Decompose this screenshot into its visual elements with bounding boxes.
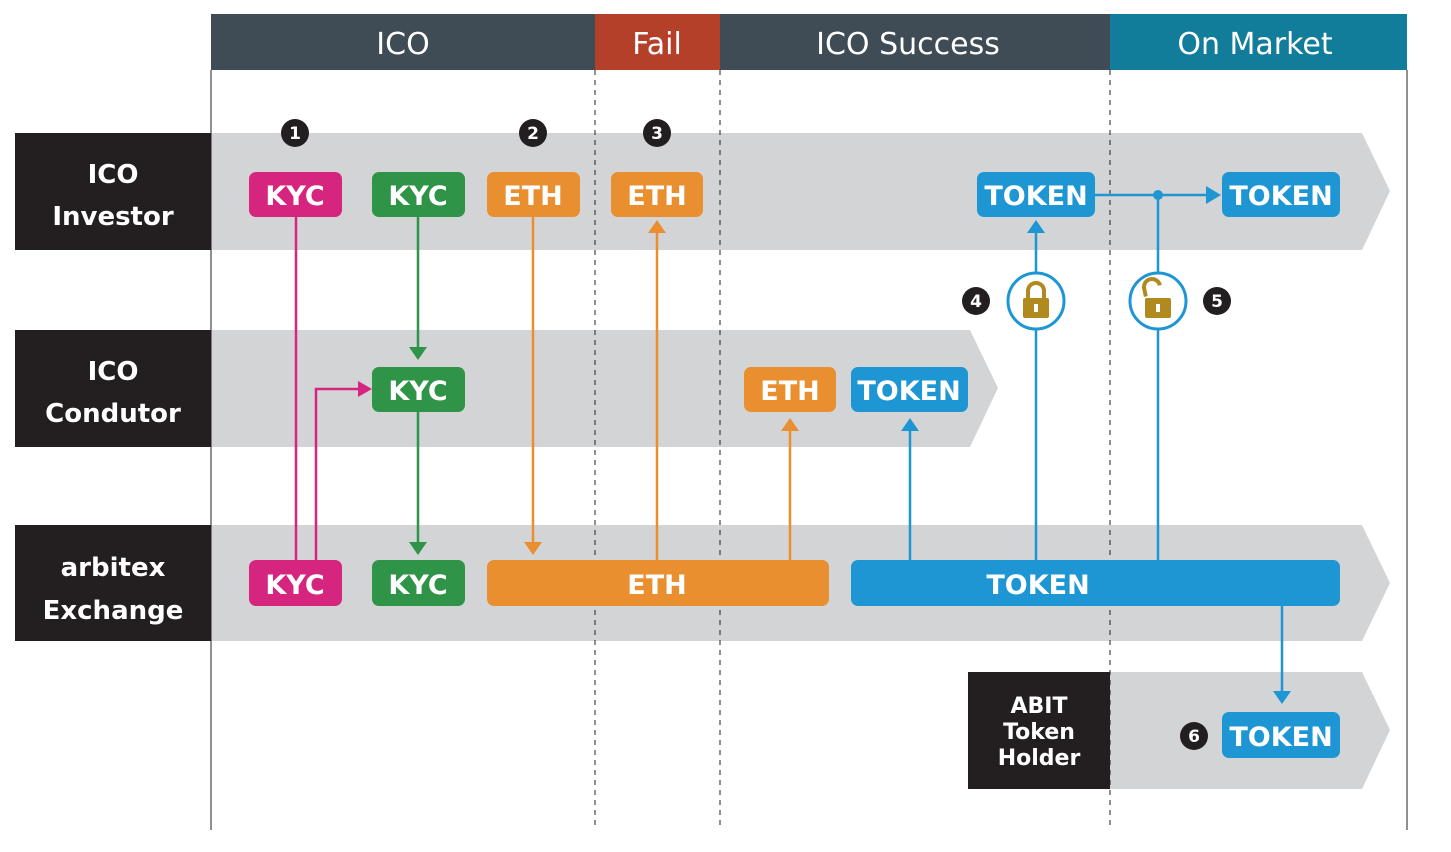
padlock-open-icon	[1128, 271, 1188, 331]
inv-eth-label-1: ETH	[503, 181, 562, 212]
ex-eth-label: ETH	[627, 570, 686, 601]
holder-token-label: TOKEN	[1229, 722, 1332, 753]
inv-kyc-pill-2	[372, 172, 465, 217]
step-3-badge	[643, 119, 671, 147]
arrow-eth-up-conductor	[781, 418, 799, 431]
step-5-badge	[1203, 287, 1231, 315]
cond-eth-label: ETH	[760, 376, 819, 407]
conductor-label-box	[15, 330, 211, 447]
ex-token-bar	[851, 560, 1340, 606]
ex-kyc-label-2: KYC	[388, 570, 447, 601]
phase-ico-bar	[211, 14, 595, 70]
step-3-label: 3	[651, 124, 663, 144]
ex-kyc-pill-1	[249, 560, 342, 606]
arrow-eth-up-refund	[648, 220, 666, 233]
holder-label-line3: Holder	[998, 746, 1081, 771]
inv-kyc-pill-1	[249, 172, 342, 217]
conductor-label-line1: ICO	[88, 357, 139, 387]
step-2-label: 2	[527, 124, 539, 144]
step-1-badge	[281, 119, 309, 147]
arrow-token-up-investor	[1027, 220, 1045, 233]
arrow-eth-down	[524, 542, 542, 555]
phase-market-bar	[1110, 14, 1407, 70]
step-6-label: 6	[1188, 727, 1200, 747]
padlock-closed-icon	[1006, 271, 1066, 331]
inv-token-label-1: TOKEN	[984, 181, 1087, 212]
step-5-label: 5	[1211, 292, 1223, 312]
conductor-pills: KYC ETH TOKEN	[372, 367, 968, 412]
cond-token-pill	[851, 367, 968, 412]
arrow-magenta-right	[358, 381, 372, 397]
inv-token-pill-1	[977, 172, 1095, 217]
investor-label-line1: ICO	[88, 160, 139, 190]
conductor-label-line2: Condutor	[45, 399, 181, 429]
phase-success-bar	[720, 14, 1110, 70]
inv-kyc-label-1: KYC	[265, 181, 324, 212]
ex-eth-bar	[487, 560, 829, 606]
exchange-label-box	[15, 525, 211, 641]
cond-eth-pill	[744, 367, 836, 412]
phase-header: ICO Fail ICO Success On Market	[211, 14, 1407, 70]
phase-fail-bar	[595, 14, 720, 70]
holder-token-pill	[1222, 712, 1340, 758]
exchange-pills: KYC KYC ETH TOKEN	[249, 560, 1340, 606]
investor-lane	[211, 133, 1390, 250]
cond-token-label: TOKEN	[857, 376, 960, 407]
investor-label-line2: Investor	[52, 202, 174, 232]
holder-label-line2: Token	[1003, 720, 1075, 745]
step-6-badge	[1180, 722, 1208, 750]
phase-ico-label: ICO	[376, 27, 429, 62]
ex-kyc-label-1: KYC	[265, 570, 324, 601]
investor-label-box	[15, 133, 211, 250]
holder-label-line1: ABIT	[1011, 694, 1068, 719]
step-badges: 1 2 3 4 5 6	[281, 119, 1231, 750]
phase-fail-label: Fail	[632, 27, 682, 62]
ex-token-label: TOKEN	[986, 570, 1089, 601]
cond-kyc-pill	[372, 367, 465, 412]
step-2-badge	[519, 119, 547, 147]
token-junction-dot	[1153, 190, 1163, 200]
arrow-token-up-conductor	[901, 418, 919, 431]
ex-kyc-pill-2	[372, 560, 465, 606]
inv-token-label-2: TOKEN	[1229, 181, 1332, 212]
arrow-green-down-2	[409, 542, 427, 555]
step-1-label: 1	[289, 124, 301, 144]
arrow-green-down-1	[409, 347, 427, 360]
conductor-lane	[211, 330, 998, 447]
inv-token-pill-2	[1222, 172, 1340, 217]
inv-kyc-label-2: KYC	[388, 181, 447, 212]
inv-eth-pill-2	[611, 172, 703, 217]
arrow-token-down-holder	[1273, 691, 1291, 704]
holder-label-box	[968, 672, 1110, 789]
magenta-kyc-to-conductor	[314, 387, 358, 560]
phase-market-label: On Market	[1177, 27, 1333, 62]
step-4-badge	[962, 287, 990, 315]
arrow-token-right	[1206, 186, 1221, 204]
inv-eth-label-2: ETH	[627, 181, 686, 212]
cond-kyc-label: KYC	[388, 376, 447, 407]
investor-pills: KYC KYC ETH ETH TOKEN TOKEN	[249, 172, 1340, 217]
exchange-label-line1: arbitex	[61, 553, 166, 583]
arrowheads	[358, 186, 1291, 704]
step-4-label: 4	[970, 292, 982, 312]
exchange-label-line2: Exchange	[43, 596, 184, 626]
phase-success-label: ICO Success	[816, 27, 1000, 62]
inv-eth-pill-1	[487, 172, 580, 217]
